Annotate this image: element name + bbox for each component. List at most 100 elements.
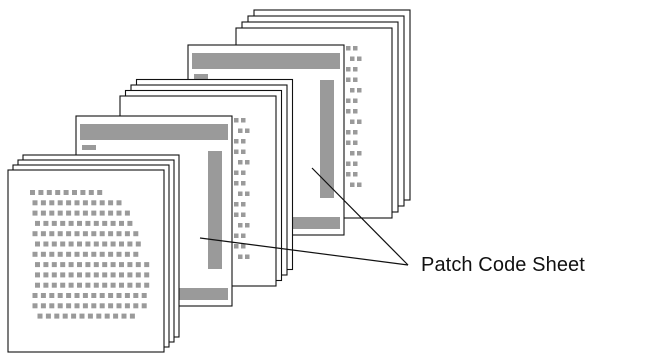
edge-dot	[346, 130, 351, 135]
edge-dot	[234, 181, 239, 186]
edge-dot	[241, 139, 246, 144]
text-dot	[116, 200, 122, 206]
text-dot	[51, 220, 57, 226]
edge-dot	[234, 212, 239, 217]
text-dot	[57, 200, 63, 206]
edge-dot	[238, 223, 243, 228]
text-dot	[35, 241, 40, 247]
edge-dot	[245, 191, 250, 196]
text-dot	[55, 190, 61, 195]
patch-top-bar	[192, 53, 340, 69]
edge-dot	[357, 119, 362, 124]
edge-dot	[245, 160, 250, 165]
edge-dot	[241, 212, 246, 217]
text-dot	[80, 190, 86, 195]
text-dot	[68, 241, 74, 247]
edge-dot	[238, 191, 243, 196]
text-dot	[77, 282, 82, 288]
text-dot	[32, 303, 38, 309]
edge-dot	[241, 118, 246, 123]
text-dot	[91, 200, 97, 206]
text-dot	[124, 231, 130, 237]
text-dot	[133, 251, 139, 257]
text-dot	[108, 200, 114, 206]
text-dot	[99, 293, 105, 298]
patch-tab-mark	[82, 145, 96, 150]
text-dot	[102, 282, 108, 288]
edge-dot	[234, 244, 239, 249]
edge-dot	[346, 172, 351, 177]
text-dot	[62, 313, 68, 319]
text-dot	[35, 220, 40, 226]
text-dot	[30, 190, 35, 195]
patch-vertical-bar	[208, 151, 222, 269]
text-dot	[60, 262, 66, 268]
text-dot	[60, 241, 66, 247]
text-dot	[32, 251, 38, 257]
front-sheet	[7, 169, 165, 353]
edge-dot	[353, 130, 358, 135]
text-dot	[74, 231, 80, 237]
edge-dot	[357, 56, 362, 61]
document-stack-1	[7, 154, 180, 353]
text-dot	[40, 251, 46, 257]
text-dot	[68, 272, 74, 278]
edge-dot	[350, 119, 355, 124]
text-dot	[63, 190, 69, 195]
edge-dot	[241, 181, 246, 186]
text-dot	[79, 313, 85, 319]
text-dot	[43, 262, 49, 268]
text-dot	[40, 210, 46, 216]
text-dot	[135, 282, 141, 288]
edge-dot	[234, 149, 239, 154]
text-dot	[66, 210, 72, 216]
text-dot	[102, 241, 108, 247]
text-dot	[144, 272, 150, 278]
text-dot	[49, 200, 55, 206]
text-dot	[74, 303, 80, 309]
text-dot	[93, 282, 99, 288]
text-dot	[99, 231, 105, 237]
text-dot	[60, 282, 66, 288]
text-dot	[135, 262, 141, 268]
text-dot	[87, 313, 93, 319]
text-dot	[110, 272, 116, 278]
edge-dot	[234, 233, 239, 238]
text-dot	[49, 293, 55, 298]
edge-dot	[241, 233, 246, 238]
text-dot	[93, 272, 99, 278]
text-dot	[32, 200, 38, 206]
edge-dot	[245, 128, 250, 133]
text-dot	[141, 303, 147, 309]
edge-dot	[346, 46, 351, 51]
patch-tab-mark	[194, 74, 208, 79]
text-dot	[97, 190, 103, 195]
edge-dot	[245, 223, 250, 228]
text-dot	[144, 282, 150, 288]
patch-vertical-bar	[320, 80, 334, 198]
edge-dot	[350, 88, 355, 93]
edge-dot	[346, 140, 351, 145]
text-dot	[88, 190, 94, 195]
text-dot	[46, 190, 52, 195]
text-dot	[113, 313, 119, 319]
text-dot	[102, 262, 108, 268]
edge-dot	[346, 67, 351, 72]
text-dot	[133, 303, 139, 309]
edge-dot	[350, 56, 355, 61]
text-dot	[66, 303, 72, 309]
text-dot	[43, 272, 49, 278]
text-dot	[77, 220, 82, 226]
text-dot	[82, 231, 88, 237]
text-dot	[124, 251, 130, 257]
text-dot	[57, 251, 63, 257]
text-dot	[49, 210, 55, 216]
edge-dot	[353, 172, 358, 177]
text-dot	[49, 251, 55, 257]
text-dot	[85, 272, 91, 278]
text-dot	[127, 262, 133, 268]
edge-dot	[357, 182, 362, 187]
text-dot	[91, 293, 97, 298]
text-dot	[119, 241, 124, 247]
edge-dot	[353, 140, 358, 145]
